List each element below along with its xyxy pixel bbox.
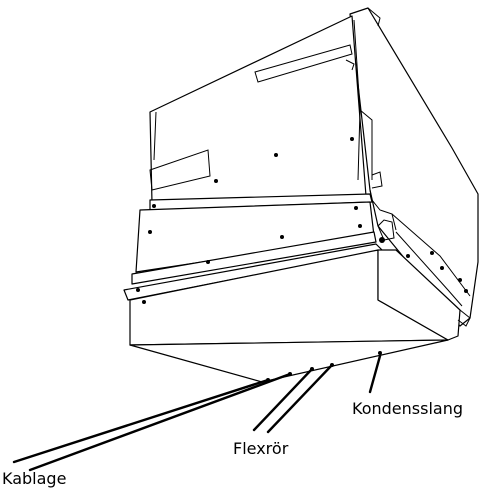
- screw: [274, 153, 278, 157]
- screw: [354, 206, 358, 210]
- bottom-box-side: [377, 249, 461, 341]
- top-panel: [149, 15, 367, 204]
- screw: [440, 266, 444, 270]
- middle-rail: [131, 231, 377, 285]
- screw: [136, 288, 140, 292]
- upper-rail: [149, 193, 373, 211]
- bottom-box-underside: [129, 339, 449, 383]
- screw: [430, 251, 434, 255]
- screw: [142, 300, 146, 304]
- label-kondensslang: Kondensslang: [352, 399, 463, 418]
- leader-flexror-1: [252, 367, 314, 432]
- label-kablage: Kablage: [2, 469, 67, 488]
- leader-kondensslang: [368, 354, 382, 394]
- screw: [358, 224, 362, 228]
- screw: [350, 137, 354, 141]
- screw: [378, 351, 382, 355]
- screw: [280, 235, 284, 239]
- screw: [458, 278, 462, 282]
- screw: [206, 260, 210, 264]
- leader-kablage-2: [28, 372, 292, 472]
- screw: [464, 289, 468, 293]
- leader-kablage-1: [12, 378, 270, 464]
- screw: [214, 179, 218, 183]
- screw: [148, 230, 152, 234]
- screw: [406, 254, 410, 258]
- right-side-panel: [349, 7, 479, 327]
- screw: [379, 237, 385, 243]
- screw: [152, 204, 156, 208]
- leader-flexror-2: [266, 363, 334, 434]
- label-flexror: Flexrör: [233, 439, 289, 458]
